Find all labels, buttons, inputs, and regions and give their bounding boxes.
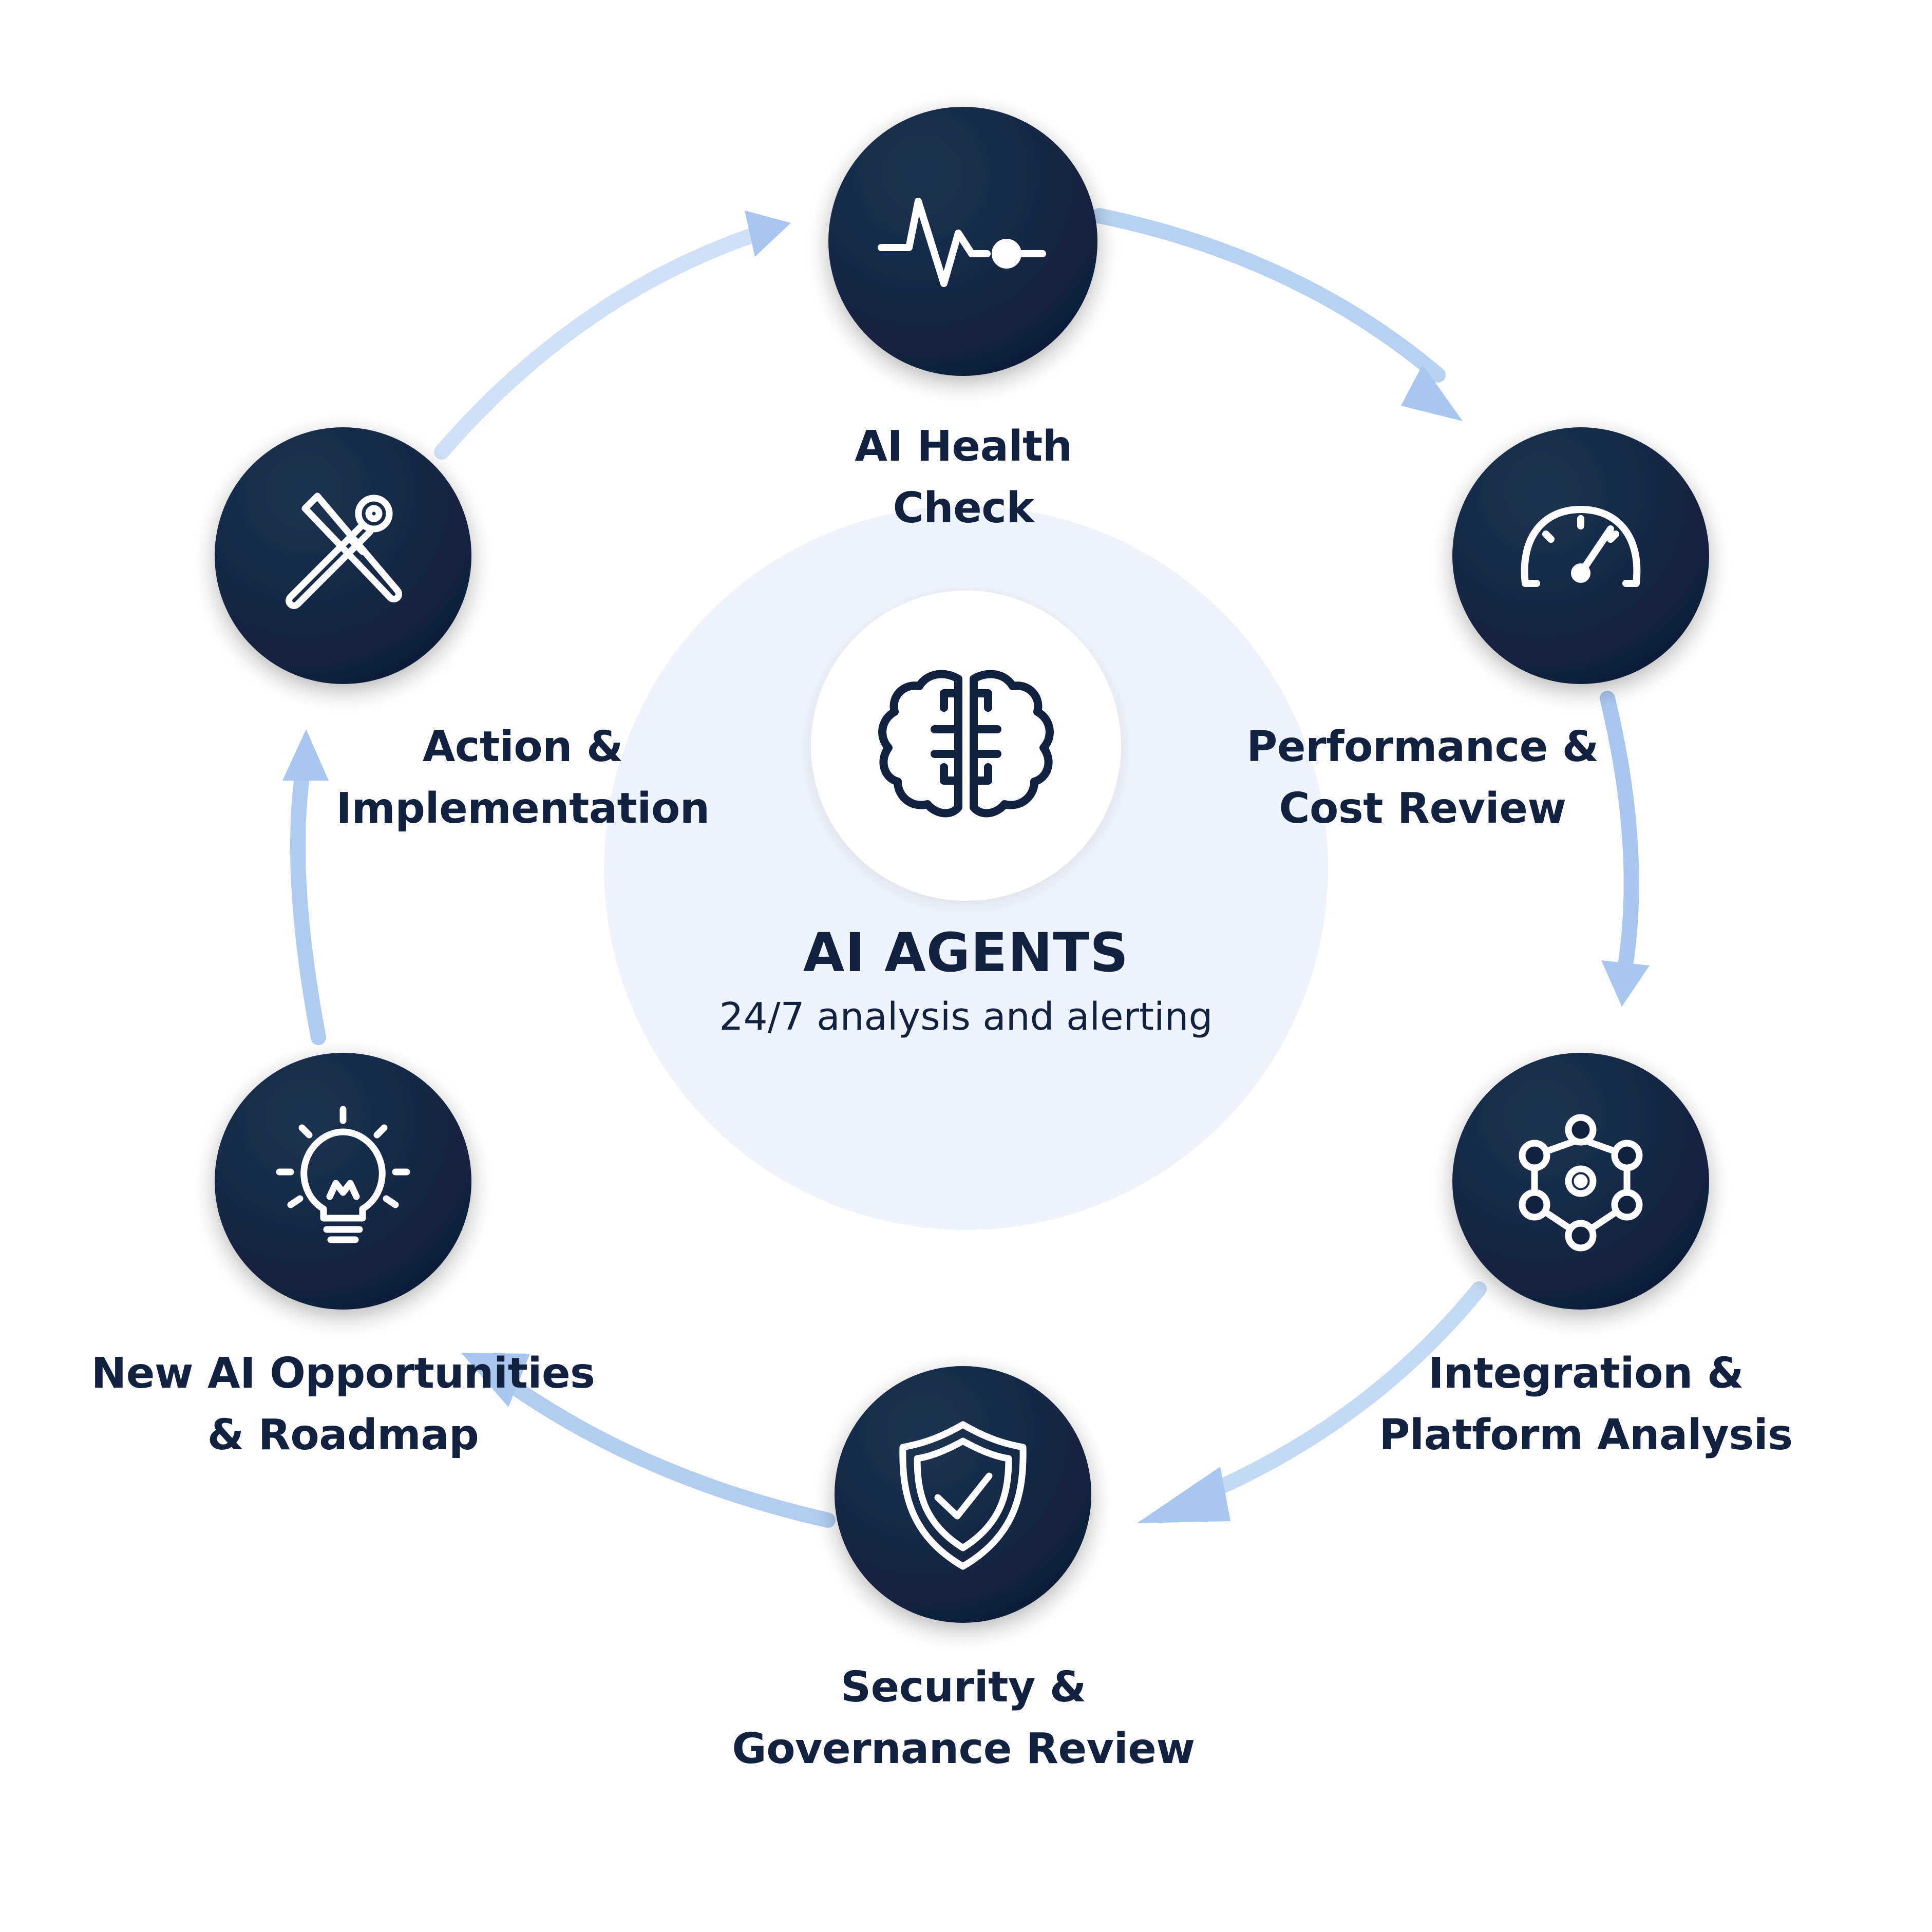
hub-inner-circle	[811, 591, 1121, 901]
cycle-arrows	[282, 208, 1650, 1528]
arrow-performance-to-integration	[1600, 691, 1639, 973]
shield-check-icon	[899, 1421, 1027, 1570]
arrow-head-integration	[1601, 960, 1650, 1007]
lightbulb-icon	[276, 1106, 410, 1243]
pulse-icon	[878, 198, 1046, 287]
network-icon	[1519, 1114, 1643, 1252]
arrow-opportunities-to-action	[290, 763, 326, 1045]
arrow-head-opportunities	[461, 1353, 530, 1407]
arrow-security-to-opportunities	[506, 1379, 836, 1528]
label-performance-cost-line1: Performance &	[1246, 723, 1599, 771]
label-integration-platform-line1: Integration &	[1428, 1349, 1744, 1398]
label-action-implementation: Action & Implementation	[336, 716, 710, 840]
label-health-check-line2: Check	[893, 484, 1034, 533]
label-integration-platform: Integration & Platform Analysis	[1379, 1343, 1793, 1466]
arrow-integration-to-security	[1184, 1281, 1487, 1507]
center-subtitle: 24/7 analysis and alerting	[719, 995, 1213, 1039]
node-security-governance[interactable]	[835, 1366, 1091, 1623]
label-action-implementation-line1: Action &	[422, 723, 623, 771]
label-action-implementation-line2: Implementation	[336, 784, 710, 833]
label-opportunities-roadmap: New AI Opportunities & Roadmap	[91, 1343, 595, 1466]
arrow-head-health	[745, 211, 791, 257]
label-security-governance-line1: Security &	[841, 1663, 1086, 1712]
arrow-action-to-health	[434, 229, 757, 460]
label-security-governance: Security & Governance Review	[732, 1657, 1195, 1780]
arrow-head-performance	[1401, 365, 1463, 421]
center-title: AI AGENTS	[803, 921, 1129, 984]
label-integration-platform-line2: Platform Analysis	[1379, 1411, 1793, 1460]
label-performance-cost: Performance & Cost Review	[1246, 716, 1599, 840]
label-security-governance-line2: Governance Review	[732, 1725, 1195, 1773]
speedometer-icon	[1521, 506, 1641, 587]
node-performance-cost[interactable]	[1452, 427, 1709, 684]
label-opportunities-roadmap-line2: & Roadmap	[207, 1411, 479, 1460]
tools-icon	[286, 493, 403, 609]
arrow-head-action	[282, 729, 329, 781]
arrow-head-security	[1137, 1467, 1230, 1523]
label-performance-cost-line2: Cost Review	[1279, 784, 1566, 833]
label-health-check: AI Health Check	[855, 416, 1072, 539]
label-opportunities-roadmap-line1: New AI Opportunities	[91, 1349, 595, 1398]
label-health-check-line1: AI Health	[855, 422, 1072, 471]
node-opportunities-roadmap[interactable]	[215, 1053, 471, 1310]
brain-icon	[878, 670, 1054, 818]
arrow-health-to-performance	[1091, 208, 1446, 383]
